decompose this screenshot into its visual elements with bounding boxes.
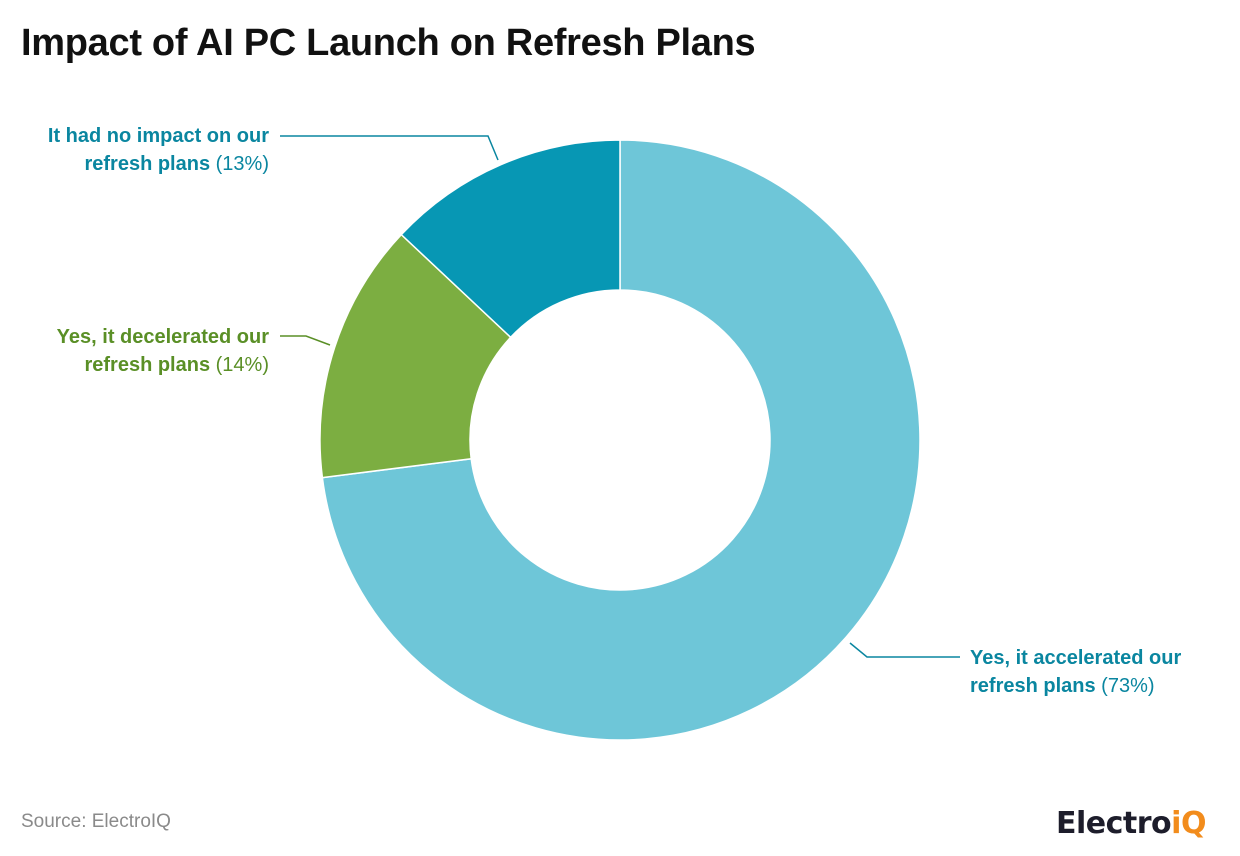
label-no-impact: It had no impact on our refresh plans (1… bbox=[48, 122, 269, 178]
leader-line-decelerated bbox=[280, 335, 331, 346]
logo-accent-text: iQ bbox=[1171, 806, 1206, 841]
label-decelerated-pct: (14%) bbox=[215, 354, 269, 376]
label-decelerated-line2: refresh plans bbox=[84, 354, 211, 376]
leader-line-accelerated bbox=[849, 642, 960, 658]
chart-title: Impact of AI PC Launch on Refresh Plans bbox=[21, 22, 756, 64]
electroiq-logo: ElectroiQ bbox=[1056, 806, 1206, 841]
label-decelerated: Yes, it decelerated our refresh plans (1… bbox=[57, 323, 269, 379]
label-no-impact-line1: It had no impact on our bbox=[47, 125, 269, 147]
logo-main-text: Electro bbox=[1056, 806, 1172, 841]
donut-slices bbox=[319, 139, 921, 741]
label-decelerated-line1: Yes, it decelerated our bbox=[56, 326, 269, 348]
label-accelerated: Yes, it accelerated our refresh plans (7… bbox=[970, 644, 1181, 700]
slice-accelerated bbox=[321, 139, 921, 741]
slice-decelerated bbox=[319, 233, 512, 479]
label-accelerated-pct: (73%) bbox=[1101, 675, 1155, 697]
source-note: Source: ElectroIQ bbox=[21, 811, 171, 832]
slice-no-impact bbox=[400, 139, 621, 339]
label-no-impact-pct: (13%) bbox=[215, 153, 269, 175]
label-no-impact-line2: refresh plans bbox=[84, 153, 211, 175]
leader-line-no-impact bbox=[280, 135, 499, 161]
label-accelerated-line1: Yes, it accelerated our bbox=[970, 647, 1182, 669]
label-accelerated-line2: refresh plans bbox=[970, 675, 1096, 697]
